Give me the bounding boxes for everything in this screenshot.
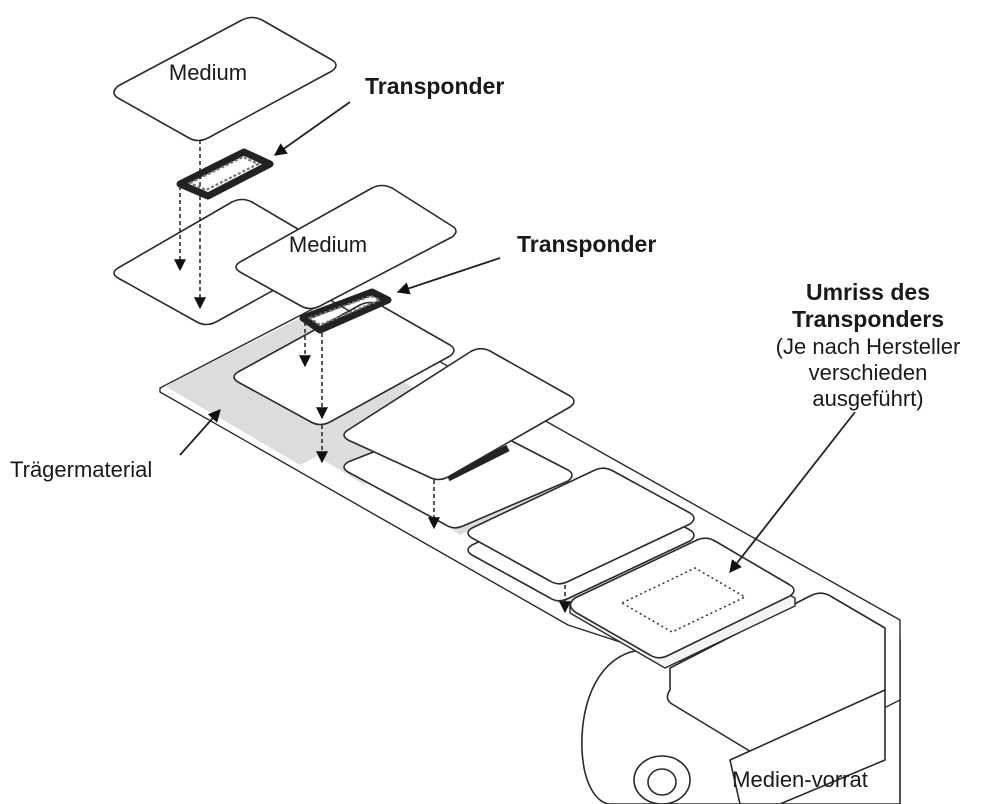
- label-stack-3: [343, 347, 575, 529]
- assembly-arrows: [174, 140, 571, 614]
- transponder-mid: [299, 288, 392, 334]
- label-stack-4: [467, 467, 695, 602]
- roll-labels: [666, 592, 886, 804]
- medium-card-mid: [235, 184, 457, 310]
- outline-title-line2: Transponders: [792, 306, 944, 332]
- outline-note-line3: ausgeführt): [812, 386, 923, 411]
- medium-label-top: Medium: [169, 60, 247, 85]
- roll-label: Medien-vorrat: [732, 767, 868, 792]
- transponder-label-mid: Transponder: [517, 231, 656, 257]
- transponder-label-top: Transponder: [365, 73, 504, 99]
- outline-title-line1: Umriss des: [806, 279, 930, 305]
- medium-card-top: [113, 16, 337, 142]
- leader-lines: [179, 101, 856, 573]
- outline-note-line1: (Je nach Hersteller: [776, 334, 961, 359]
- liner-label: Trägermaterial: [10, 457, 152, 482]
- transponder-strip-3: [446, 444, 510, 482]
- outline-note-line2: verschieden: [809, 360, 928, 385]
- transponder-top: [176, 148, 274, 200]
- medium-label-mid: Medium: [289, 232, 367, 257]
